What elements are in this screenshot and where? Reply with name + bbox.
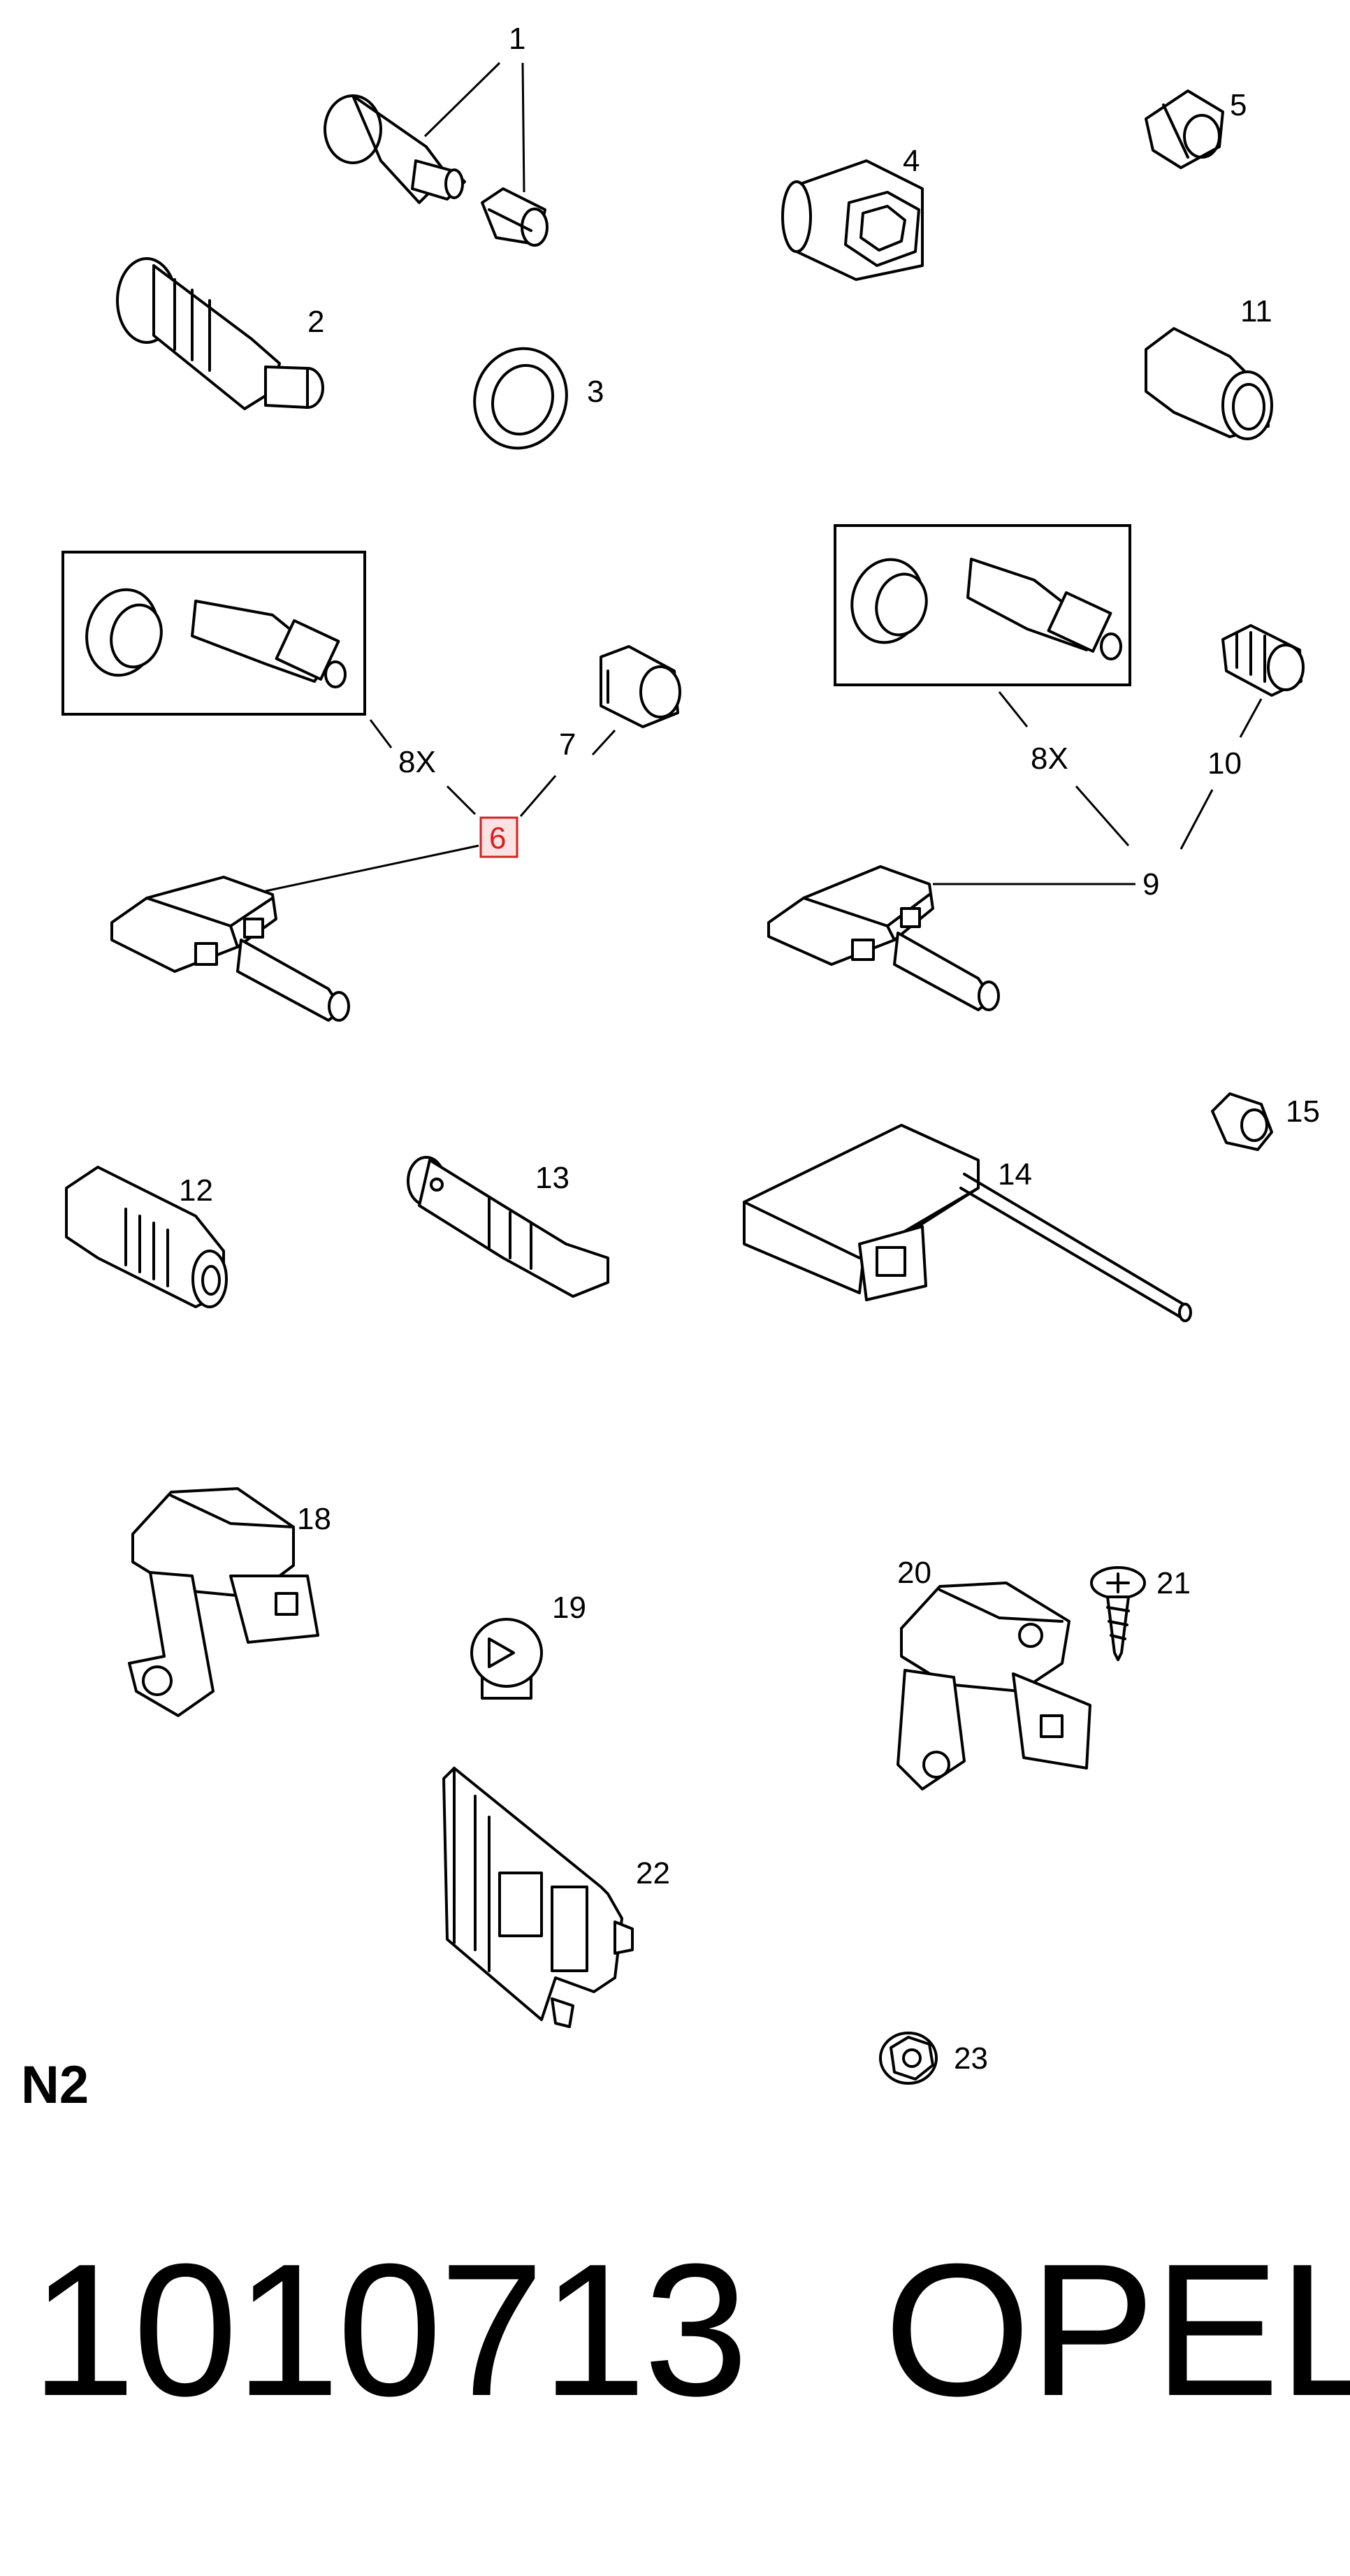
- callout-3[interactable]: 3: [587, 375, 604, 409]
- callout-4[interactable]: 4: [903, 144, 920, 178]
- callout-6[interactable]: 6: [489, 821, 506, 855]
- section-code: N2: [21, 2055, 89, 2115]
- callout-8x-right[interactable]: 8X: [1031, 741, 1068, 776]
- leader-6: [265, 844, 479, 892]
- leader-8x-6: [446, 785, 477, 816]
- leader-10: [1239, 698, 1263, 738]
- callout-23[interactable]: 23: [954, 2041, 988, 2076]
- callout-11[interactable]: 11: [1240, 294, 1272, 328]
- callout-14[interactable]: 14: [998, 1157, 1032, 1192]
- part-3-washer[interactable]: [460, 335, 580, 461]
- leader-8x-9: [1075, 786, 1130, 846]
- part-20-sensor[interactable]: [897, 1582, 1091, 1790]
- leader-10-9: [1180, 789, 1214, 850]
- callout-20[interactable]: 20: [897, 1556, 931, 1590]
- part-19-clip[interactable]: [470, 1618, 543, 1700]
- leader-8x-left: [369, 719, 393, 748]
- part-18-sensor[interactable]: [128, 1487, 319, 1717]
- callout-8x-left[interactable]: 8X: [398, 745, 436, 779]
- callout-18[interactable]: 18: [297, 1502, 331, 1536]
- leader-8x-right: [998, 691, 1029, 728]
- part-number: 1010713: [31, 2225, 748, 2436]
- callout-15[interactable]: 15: [1286, 1094, 1320, 1129]
- part-6-tpms-sensor[interactable]: [110, 876, 350, 1022]
- kit-box-left[interactable]: [61, 551, 366, 716]
- kit-right-valve-core: [966, 558, 1122, 660]
- part-4-socket[interactable]: [781, 159, 924, 281]
- callout-1[interactable]: 1: [509, 22, 525, 56]
- kit-left-washer: [85, 588, 163, 677]
- callout-21[interactable]: 21: [1156, 1566, 1191, 1600]
- kit-box-right[interactable]: [834, 524, 1131, 686]
- part-23-flange-nut[interactable]: [879, 2032, 938, 2085]
- part-21-screw[interactable]: [1090, 1566, 1146, 1661]
- part-22-bracket[interactable]: [442, 1767, 634, 2028]
- part-15-nut[interactable]: [1211, 1092, 1273, 1151]
- part-1-valve-cap[interactable]: [481, 187, 549, 247]
- leader-1b: [521, 62, 525, 193]
- part-12-tool-sleeve[interactable]: [65, 1166, 228, 1308]
- callout-5[interactable]: 5: [1230, 88, 1247, 122]
- part-11-socket[interactable]: [1145, 327, 1273, 440]
- leader-1a: [423, 61, 501, 138]
- callout-22[interactable]: 22: [636, 1856, 670, 1890]
- callout-10[interactable]: 10: [1207, 746, 1242, 781]
- callout-6-highlight[interactable]: [479, 816, 518, 858]
- part-10-valve-cap[interactable]: [1221, 624, 1305, 697]
- callout-19[interactable]: 19: [552, 1591, 586, 1625]
- part-7-valve-cap[interactable]: [600, 645, 681, 728]
- kit-right-washer: [850, 558, 928, 644]
- leader-7: [591, 729, 616, 756]
- callout-12[interactable]: 12: [179, 1173, 213, 1208]
- part-9-tpms-sensor[interactable]: [767, 865, 1000, 1011]
- part-5-valve-cap[interactable]: [1145, 89, 1224, 169]
- part-1-valve-stem[interactable]: [324, 94, 466, 204]
- leader-7-6: [519, 775, 557, 817]
- part-14-receiver-module[interactable]: [743, 1124, 1192, 1322]
- callout-13[interactable]: 13: [535, 1161, 569, 1195]
- brand-name: OPEL: [884, 2225, 1350, 2436]
- callout-7[interactable]: 7: [559, 728, 576, 762]
- callout-9[interactable]: 9: [1142, 867, 1159, 902]
- part-2-valve-stem[interactable]: [116, 257, 324, 410]
- callout-2[interactable]: 2: [307, 305, 324, 339]
- part-13-valve-tool[interactable]: [407, 1156, 609, 1298]
- kit-left-valve-core: [191, 600, 347, 688]
